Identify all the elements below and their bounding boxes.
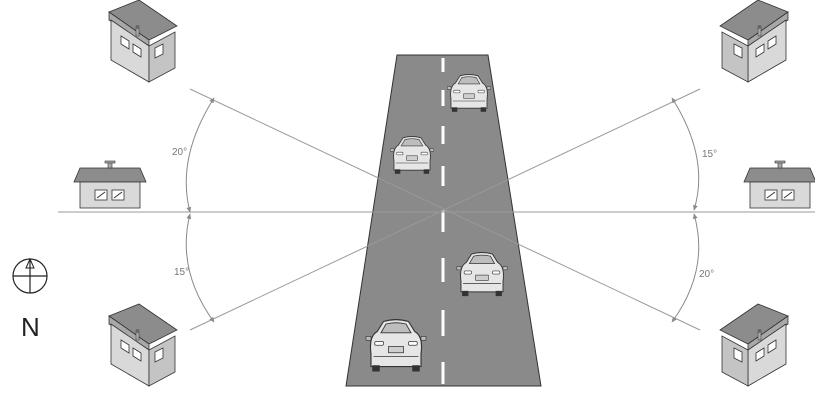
angle-label-bottom-right: 20°: [699, 269, 714, 280]
angle-arc-top-right: [671, 97, 700, 211]
compass-icon: [12, 257, 48, 294]
angle-arc-bottom-left: [185, 213, 215, 323]
house-middle-left: [73, 160, 147, 209]
house-bottom-left: [108, 303, 178, 387]
angle-arc-bottom-right: [671, 213, 700, 323]
sight-line-bottom-left: [189, 88, 701, 331]
compass-label: N: [21, 312, 40, 342]
angle-arc-top-left: [185, 97, 215, 213]
house-top-left: [108, 0, 178, 83]
angle-label-top-left: 20°: [172, 147, 187, 158]
angle-label-bottom-left: 15°: [174, 267, 189, 278]
house-middle-right: [743, 160, 815, 209]
house-top-right: [719, 0, 789, 83]
house-bottom-right: [719, 303, 789, 387]
angle-label-top-right: 15°: [702, 149, 717, 160]
